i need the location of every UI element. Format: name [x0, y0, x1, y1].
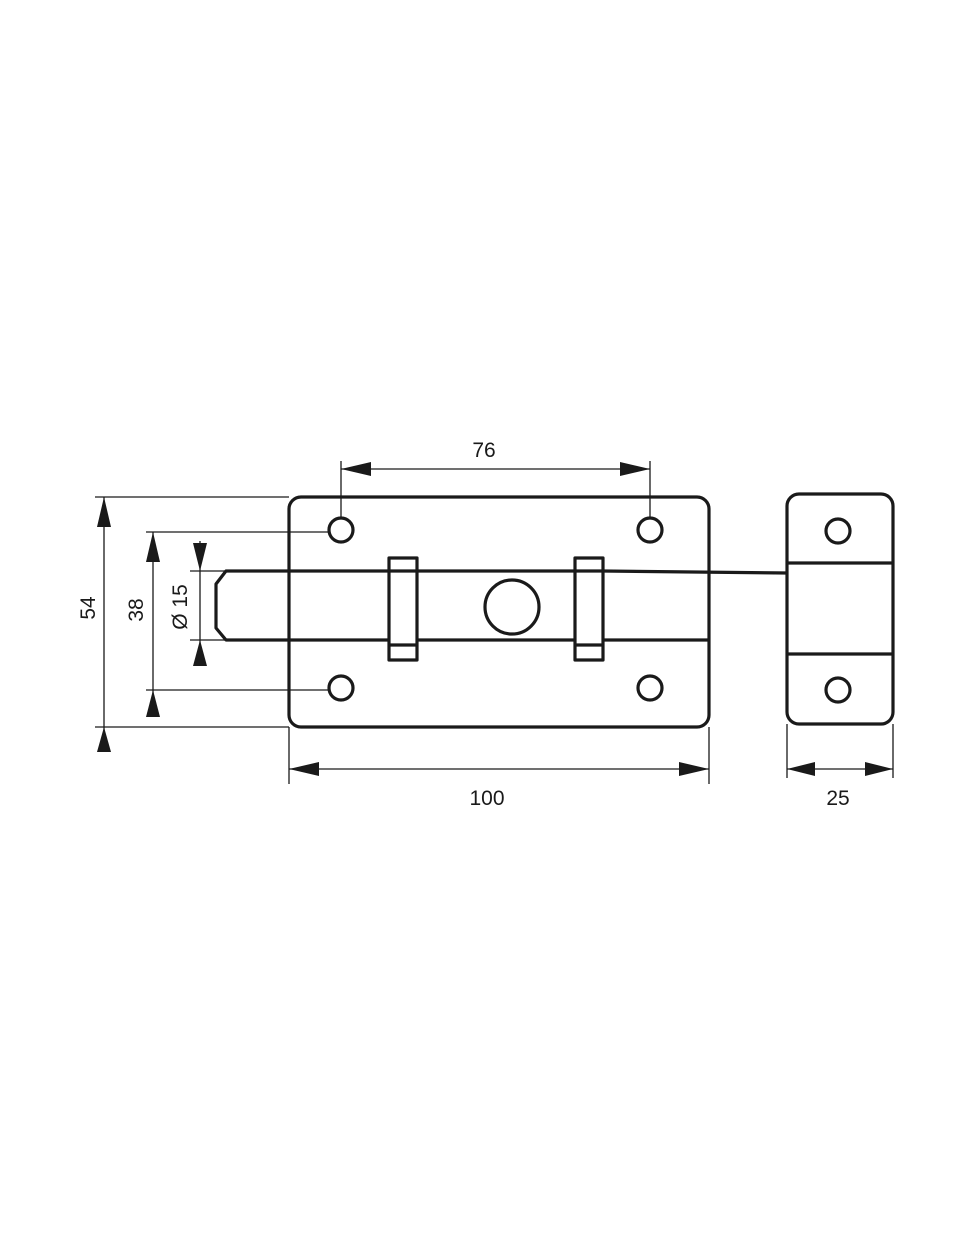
keeper: [785, 492, 895, 726]
dim-76-label: 76: [472, 439, 495, 462]
bolt-guide-right: [573, 556, 605, 662]
bolt-guide-left: [387, 556, 419, 662]
dim-54-arrow-top: [97, 497, 111, 527]
dim-d15-arrow-bottom: [193, 640, 207, 666]
dim-54-label: 54: [77, 596, 100, 620]
dim-100-arrow-right: [679, 762, 709, 776]
dim-54-arrow-bottom: [97, 727, 111, 752]
dim-38-arrow-bottom: [146, 690, 160, 717]
dim-25-arrow-right: [865, 762, 893, 776]
dim-d15-label: Ø 15: [169, 584, 192, 630]
dim-25-label: 25: [826, 787, 849, 810]
keeper-hole-bottom: [824, 676, 852, 704]
dim-38-arrow-top: [146, 532, 160, 562]
dim-76-arrow-right: [620, 462, 650, 476]
dim-100-arrow-left: [289, 762, 319, 776]
plate-hole-top-left: [327, 516, 355, 544]
bolt-tip: [214, 569, 289, 642]
keeper-hole-top: [824, 517, 852, 545]
dim-100-label: 100: [469, 787, 504, 810]
dim-76-arrow-left: [341, 462, 371, 476]
plate-hole-bottom-left: [327, 674, 355, 702]
dim-d15-arrow-top: [193, 543, 207, 571]
bolt-knob: [483, 578, 541, 636]
dim-25-arrow-left: [787, 762, 815, 776]
mounting-plate: [287, 495, 711, 729]
plate-hole-bottom-right: [636, 674, 664, 702]
bolt-body-top-edge: [602, 569, 788, 575]
dim-38-label: 38: [125, 598, 148, 621]
plate-hole-top-right: [636, 516, 664, 544]
